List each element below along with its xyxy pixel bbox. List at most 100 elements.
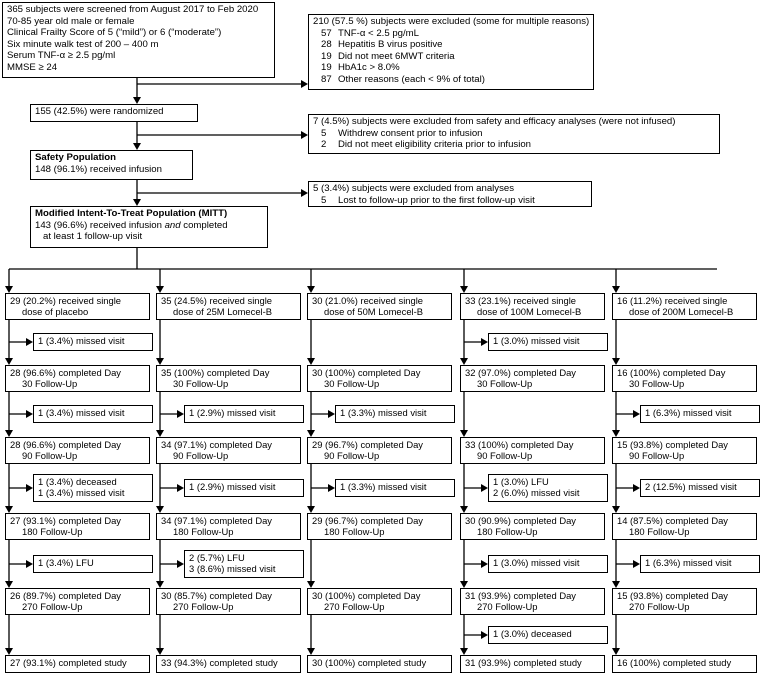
arrowhead bbox=[633, 410, 640, 418]
arm-side2-box: 1 (3.3%) missed visit bbox=[335, 405, 455, 423]
arm-d30-box-line: 30 Follow-Up bbox=[477, 378, 533, 390]
arrowhead bbox=[307, 358, 315, 365]
arrowhead bbox=[633, 560, 640, 568]
arrowhead bbox=[301, 189, 308, 197]
arm-study-box: 27 (93.1%) completed study bbox=[5, 655, 150, 673]
arm-d30-box-line: 16 (100%) completed Day bbox=[617, 367, 726, 378]
arm-dose-box-line: dose of 50M Lomecel-B bbox=[324, 306, 424, 318]
arm-d180-box-line: 180 Follow-Up bbox=[477, 526, 538, 538]
arm-side3-box-line: 1 (3.3%) missed visit bbox=[340, 481, 427, 492]
arrowhead bbox=[301, 80, 308, 88]
arm-d180-box-line: 34 (97.1%) completed Day bbox=[161, 515, 272, 526]
arm-side3-box-line: 1 (2.9%) missed visit bbox=[189, 481, 276, 492]
arm-side3-box-line: 2 (12.5%) missed visit bbox=[645, 481, 737, 492]
arrowhead bbox=[612, 286, 620, 293]
arrowhead bbox=[460, 286, 468, 293]
arm-side1-box-line: 1 (3.4%) missed visit bbox=[38, 335, 125, 346]
arm-d30-box-line: 30 Follow-Up bbox=[22, 378, 78, 390]
arrowhead bbox=[460, 648, 468, 655]
arm-side4-box-line: 1 (6.3%) missed visit bbox=[645, 557, 732, 568]
arm-d180-box-line: 180 Follow-Up bbox=[22, 526, 83, 538]
arm-d180-box-line: 180 Follow-Up bbox=[173, 526, 234, 538]
arm-dose-box-line: dose of 100M Lomecel-B bbox=[477, 306, 582, 318]
arm-d270-box-line: 30 (100%) completed Day bbox=[312, 590, 421, 601]
arm-side3-box: 1 (3.3%) missed visit bbox=[335, 479, 455, 497]
arm-side1-box: 1 (3.4%) missed visit bbox=[33, 333, 153, 351]
mitt-box: Modified Intent-To-Treat Population (MIT… bbox=[30, 206, 268, 248]
arm-d180-box-line: 180 Follow-Up bbox=[324, 526, 385, 538]
arm-d30-box-line: 30 Follow-Up bbox=[324, 378, 380, 390]
arm-side4-box: 1 (6.3%) missed visit bbox=[640, 555, 760, 573]
arm-side4-box-line: 1 (3.4%) LFU bbox=[38, 557, 94, 568]
arm-side2-box-line: 1 (2.9%) missed visit bbox=[189, 407, 276, 418]
arm-side4-box-line: 1 (3.0%) missed visit bbox=[493, 557, 580, 568]
safety-text: 148 (96.1%) received infusion bbox=[35, 163, 162, 175]
safety-exclusion-box: 7 (4.5%) subjects were excluded from saf… bbox=[308, 114, 720, 154]
analysis-exclusion-box: 5 (3.4%) subjects were excluded from ana… bbox=[308, 181, 592, 207]
arm-d270-box-line: 15 (93.8%) completed Day bbox=[617, 590, 728, 601]
arm-side2-box-line: 1 (3.4%) missed visit bbox=[38, 407, 125, 418]
screening-line: MMSE ≥ 24 bbox=[7, 61, 58, 73]
arm-d90-box-line: 28 (96.6%) completed Day bbox=[10, 439, 121, 450]
arm-side4-box-line: 3 (8.6%) missed visit bbox=[189, 563, 276, 575]
randomized-box: 155 (42.5%) were randomized bbox=[30, 104, 198, 122]
arm-d90-box-line: 90 Follow-Up bbox=[22, 450, 78, 462]
arm-d270-box-line: 270 Follow-Up bbox=[324, 601, 385, 613]
arm-d30-box-line: 28 (96.6%) completed Day bbox=[10, 367, 121, 378]
arrowhead bbox=[156, 286, 164, 293]
arm-d270-box-line: 31 (93.9%) completed Day bbox=[465, 590, 576, 601]
screening-line: 365 subjects were screened from August 2… bbox=[7, 4, 259, 15]
exclusion-title: 5 (3.4%) subjects were excluded from ana… bbox=[313, 183, 515, 194]
safety-title: Safety Population bbox=[35, 152, 117, 163]
arrowhead bbox=[133, 199, 141, 206]
arm-study-box-line: 31 (93.9%) completed study bbox=[465, 657, 582, 668]
arrowhead bbox=[307, 648, 315, 655]
arm-side3-box-line: 1 (3.0%) LFU bbox=[493, 476, 549, 487]
arrowhead bbox=[156, 430, 164, 437]
arrowhead bbox=[26, 410, 33, 418]
arrowhead bbox=[177, 560, 184, 568]
arm-study-box-line: 33 (94.3%) completed study bbox=[161, 657, 278, 668]
arrowhead bbox=[26, 338, 33, 346]
arrowhead bbox=[5, 430, 13, 437]
arm-side3-box-line: 1 (3.4%) deceased bbox=[38, 476, 117, 487]
arrowhead bbox=[460, 358, 468, 365]
arrowhead bbox=[307, 286, 315, 293]
screening-line: Six minute walk test of 200 – 400 m bbox=[7, 38, 159, 50]
arrowhead bbox=[460, 430, 468, 437]
arrowhead bbox=[481, 631, 488, 639]
arm-d90-box-line: 90 Follow-Up bbox=[324, 450, 380, 462]
arm-dose-box-line: 29 (20.2%) received single bbox=[10, 295, 121, 306]
mitt-line1: 143 (96.6%) received infusion and comple… bbox=[35, 219, 228, 231]
arrowhead bbox=[5, 506, 13, 513]
arrowhead bbox=[612, 506, 620, 513]
arrowhead bbox=[156, 506, 164, 513]
arrowhead bbox=[177, 410, 184, 418]
arm-d90-box-line: 29 (96.7%) completed Day bbox=[312, 439, 423, 450]
arm-d180-box-line: 27 (93.1%) completed Day bbox=[10, 515, 121, 526]
arm-d270-box-line: 26 (89.7%) completed Day bbox=[10, 590, 121, 601]
arm-study-box: 33 (94.3%) completed study bbox=[156, 655, 301, 673]
arrowhead bbox=[612, 648, 620, 655]
arm-d180-box-line: 180 Follow-Up bbox=[629, 526, 690, 538]
arrowhead bbox=[156, 648, 164, 655]
arrowhead bbox=[26, 560, 33, 568]
arrowhead bbox=[5, 286, 13, 293]
arrowhead bbox=[328, 484, 335, 492]
screening-box: 365 subjects were screened from August 2… bbox=[2, 2, 275, 78]
arrowhead bbox=[307, 581, 315, 588]
